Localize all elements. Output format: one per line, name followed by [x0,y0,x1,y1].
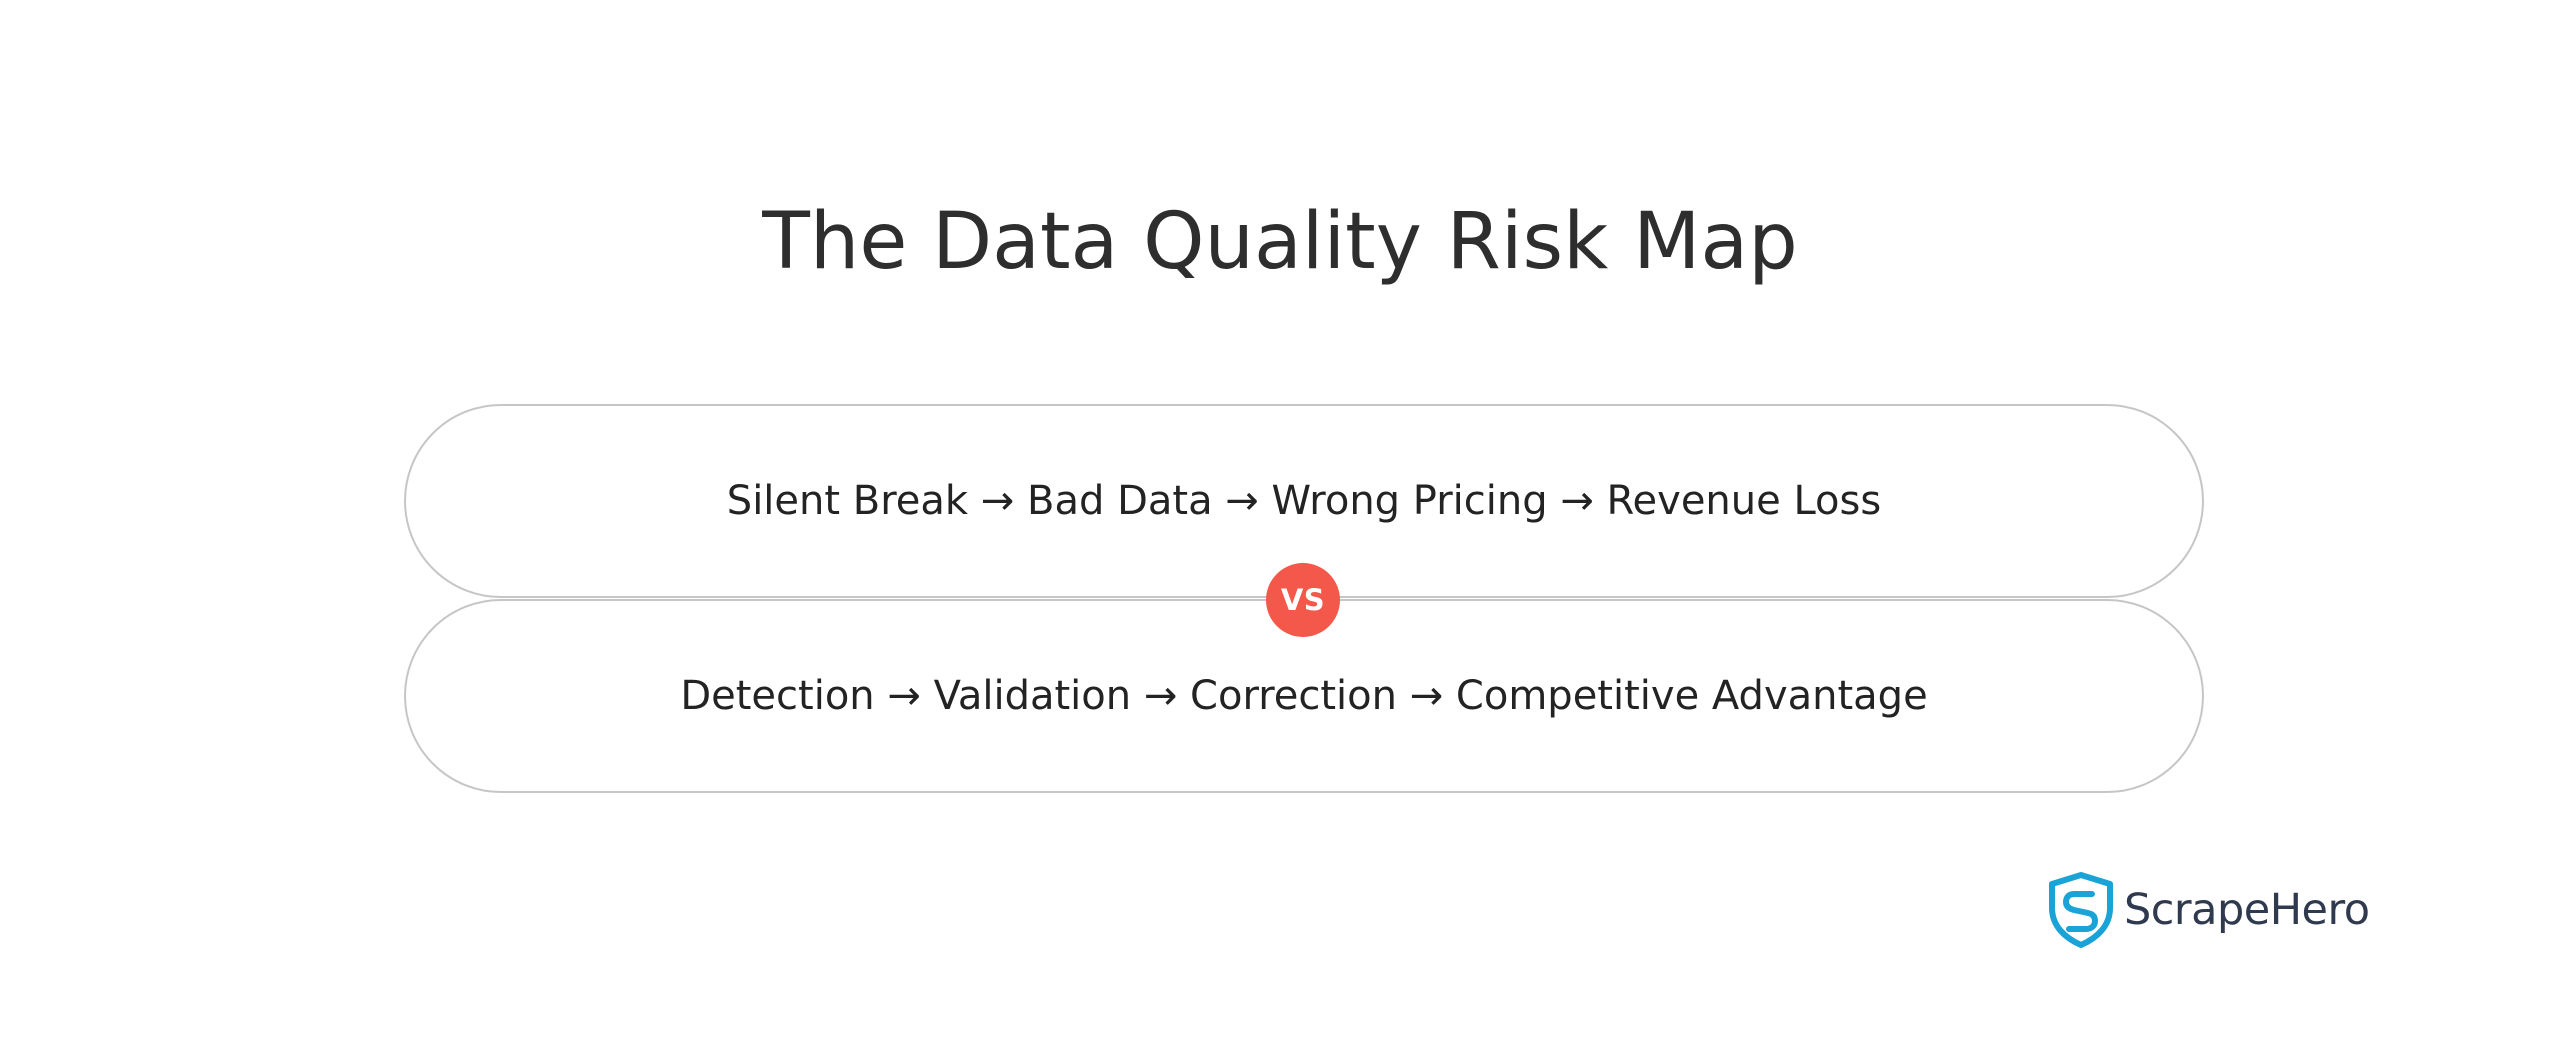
page-title: The Data Quality Risk Map [762,197,1798,287]
brand-name: ScrapeHero [2124,885,2370,935]
vs-label: VS [1280,583,1326,617]
risk-flow-text: Silent Break → Bad Data → Wrong Pricing … [726,478,1882,524]
shield-s-logo-icon [2049,872,2113,948]
brand-logo: ScrapeHero [2046,872,2370,948]
vs-badge: VS [1266,563,1340,637]
mitigation-flow-text: Detection → Validation → Correction → Co… [680,673,1928,719]
